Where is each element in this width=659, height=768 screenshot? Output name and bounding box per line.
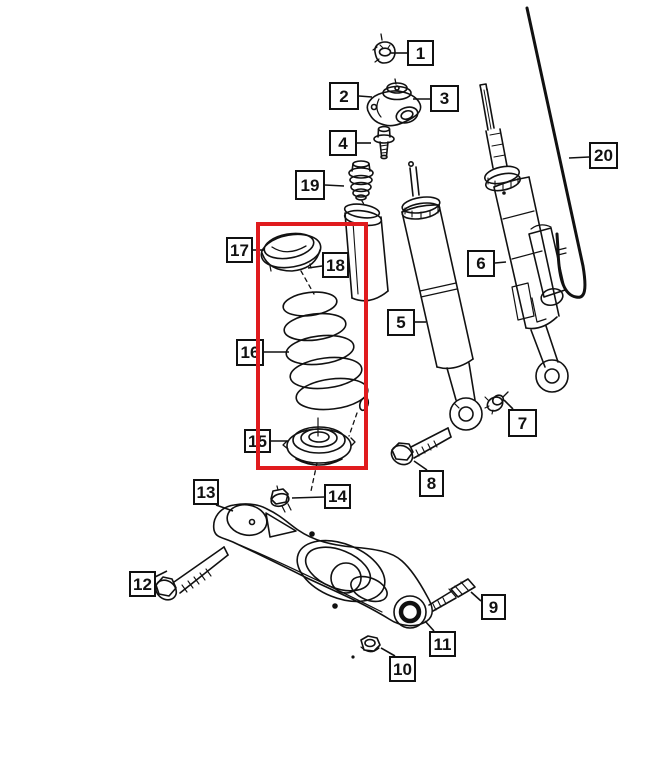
arm-pivot-bolt-part-12: [154, 546, 229, 601]
leader-line-18: [307, 265, 323, 269]
shock-mount-part-2-3: [366, 78, 422, 127]
callout-13[interactable]: 13: [193, 479, 219, 505]
leader-line-7: [503, 399, 514, 410]
callout-18[interactable]: 18: [322, 252, 349, 278]
leader-line-2: [358, 95, 373, 98]
flange-nut-part-1: [372, 33, 396, 64]
callout-6[interactable]: 6: [467, 250, 495, 277]
mount-pin-part-7: [484, 391, 509, 415]
leader-line-13: [215, 504, 234, 512]
leader-line-20: [568, 156, 590, 159]
leader-line-14: [291, 496, 325, 499]
leader-line-19: [324, 184, 345, 187]
arm-nut-part-10: [351, 635, 381, 659]
callout-10[interactable]: 10: [389, 656, 416, 682]
lower-control-arm-part-13: [212, 503, 434, 629]
shock-absorber-part-5: [401, 161, 483, 431]
jounce-bumper-part-19: [348, 160, 374, 207]
leader-line-6: [494, 261, 507, 264]
callout-4[interactable]: 4: [329, 130, 357, 156]
callout-11[interactable]: 11: [429, 631, 456, 657]
callout-12[interactable]: 12: [129, 571, 156, 597]
coil-spring-part-16: [282, 291, 370, 412]
callout-2[interactable]: 2: [329, 82, 359, 110]
callout-3[interactable]: 3: [430, 85, 459, 112]
callout-19[interactable]: 19: [295, 170, 325, 200]
alignment-dashes: [300, 270, 358, 492]
callout-9[interactable]: 9: [481, 594, 506, 620]
leader-line-10: [380, 647, 396, 657]
arm-bolt-part-9: [428, 578, 476, 612]
shock-bolt-part-8: [390, 427, 452, 466]
upper-spring-isolator-part-17: [260, 232, 322, 272]
leader-line-8: [413, 460, 428, 471]
callout-8[interactable]: 8: [419, 470, 444, 497]
callout-15[interactable]: 15: [244, 429, 271, 453]
isolator-bolt-part-14: [270, 485, 292, 513]
leader-line-12: [154, 570, 168, 578]
mount-bolt-part-4: [373, 125, 395, 160]
callout-5[interactable]: 5: [387, 309, 415, 336]
callout-16[interactable]: 16: [236, 339, 264, 366]
callout-7[interactable]: 7: [508, 409, 537, 437]
sensor-rod-part-20: [525, 6, 587, 299]
leader-line-9: [470, 591, 482, 602]
callout-17[interactable]: 17: [226, 237, 253, 263]
leader-line-11: [424, 620, 435, 632]
callout-1[interactable]: 1: [407, 40, 434, 66]
lower-spring-isolator-part-15: [282, 417, 356, 466]
callout-14[interactable]: 14: [324, 484, 351, 509]
callout-20[interactable]: 20: [589, 142, 618, 169]
strut-assembly-part-6: [479, 83, 569, 393]
